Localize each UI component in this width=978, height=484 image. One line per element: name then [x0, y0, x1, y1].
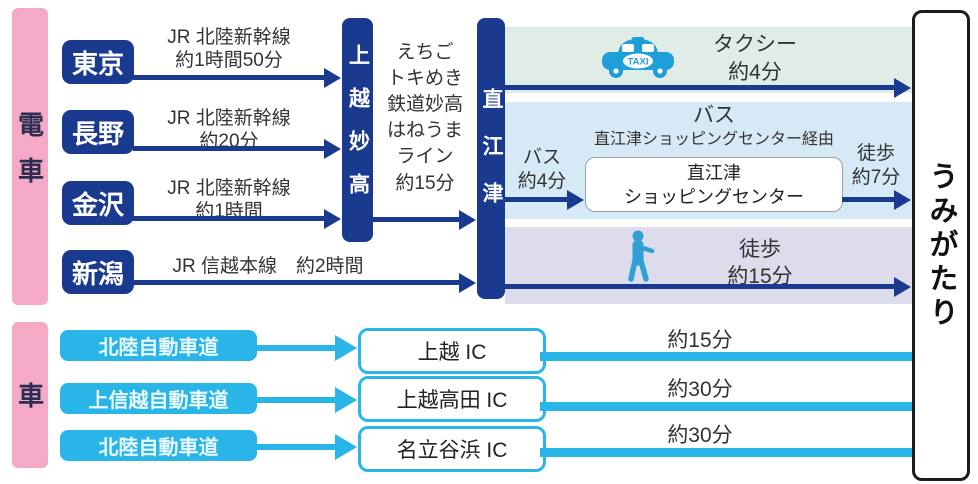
bus-via-label: 直江津ショッピングセンター経由 — [593, 131, 834, 148]
car-duration-1: 約15分 — [667, 329, 733, 352]
station-box-kanazawa: 金沢 — [62, 181, 134, 225]
stop-name-line1: 直江津 — [687, 162, 741, 183]
train-section-label: 電車 — [14, 110, 45, 203]
hub-label: 上越妙高 — [346, 44, 370, 216]
hub-label: 直江津 — [480, 88, 503, 229]
hub-box-naoetsu: 直江津 — [477, 18, 505, 299]
taxi-label: タクシー — [713, 33, 797, 56]
route-line-name: JR 北陸新幹線 — [167, 108, 291, 129]
road-box-joshinetsu: 上信越自動車道 — [60, 383, 257, 414]
destination-box: うみがたり — [912, 10, 970, 481]
taxi-duration: 約4分 — [728, 61, 782, 84]
taxi-band — [505, 27, 912, 93]
route-arrow-nagano — [133, 146, 325, 151]
bus-title: バス — [693, 104, 735, 127]
local-line-duration: 約15分 — [395, 173, 455, 194]
station-label: 東京 — [71, 48, 124, 79]
car-arrow-3 — [257, 444, 336, 450]
car-line-2 — [540, 402, 913, 411]
ic-box-joetsutakada: 上越高田 IC — [358, 376, 546, 422]
local-line-name: えちご トキめき 鉄道妙高 はねうま ライン — [386, 42, 463, 167]
bus-right-duration: 約7分 — [851, 167, 901, 188]
car-section-label: 車 — [14, 382, 45, 408]
bus-left-duration: 約4分 — [517, 171, 567, 192]
route-duration: 約1時間50分 — [175, 50, 283, 71]
walk-band — [505, 227, 912, 304]
station-box-tokyo: 東京 — [62, 40, 134, 84]
route-arrow-hub1-hub2 — [373, 217, 460, 222]
ic-label: 上越 IC — [417, 341, 487, 364]
road-box-hokuriku-1: 北陸自動車道 — [60, 330, 257, 361]
car-duration-3: 約30分 — [667, 424, 733, 447]
ic-box-joetsu: 上越 IC — [358, 328, 546, 374]
bus-arrow-to-stop — [505, 197, 568, 202]
stop-name-line2: ショッピングセンター — [624, 186, 804, 207]
svg-text:TAXI: TAXI — [628, 57, 649, 68]
bus-right-label: 徒歩 — [856, 143, 895, 164]
station-box-niigata: 新潟 — [62, 250, 134, 294]
route-arrow-tokyo — [133, 75, 325, 80]
station-label: 新潟 — [71, 258, 124, 289]
walk-label: 徒歩 — [739, 238, 781, 261]
shopping-center-stop-box: 直江津 ショッピングセンター — [585, 157, 843, 212]
car-line-1 — [540, 352, 913, 361]
road-label: 上信越自動車道 — [88, 390, 229, 412]
walk-duration: 約15分 — [727, 265, 793, 288]
ic-label: 上越高田 IC — [396, 389, 508, 412]
ic-box-nadachitanihama: 名立谷浜 IC — [358, 426, 546, 472]
bus-left-label: バス — [522, 147, 561, 168]
walk-arrow — [505, 284, 895, 289]
route-line-name: JR 北陸新幹線 — [167, 178, 291, 199]
pedestrian-icon — [628, 230, 655, 282]
taxi-arrow — [505, 85, 895, 90]
car-arrow-2 — [257, 397, 336, 403]
ic-label: 名立谷浜 IC — [396, 439, 508, 462]
car-arrow-1 — [257, 345, 336, 351]
destination-label: うみがたり — [925, 160, 957, 331]
bus-arrow-to-destination — [842, 197, 895, 202]
road-label: 北陸自動車道 — [98, 337, 219, 359]
taxi-icon: TAXI — [602, 37, 674, 78]
car-duration-2: 約30分 — [667, 378, 733, 401]
route-line-name: JR 北陸新幹線 — [167, 27, 291, 48]
route-arrow-kanazawa — [133, 216, 325, 221]
station-label: 金沢 — [71, 189, 124, 220]
hub-box-joetsumyoko: 上越妙高 — [342, 18, 373, 242]
car-section-bar: 車 — [12, 322, 48, 468]
road-label: 北陸自動車道 — [98, 437, 219, 459]
car-line-3 — [540, 448, 913, 457]
station-label: 長野 — [71, 118, 124, 149]
train-section-bar: 電車 — [12, 8, 48, 305]
route-arrow-niigata — [133, 280, 460, 285]
station-box-nagano: 長野 — [62, 110, 134, 154]
road-box-hokuriku-2: 北陸自動車道 — [60, 430, 257, 461]
route-line-name: JR 信越本線 約2時間 — [172, 256, 364, 277]
